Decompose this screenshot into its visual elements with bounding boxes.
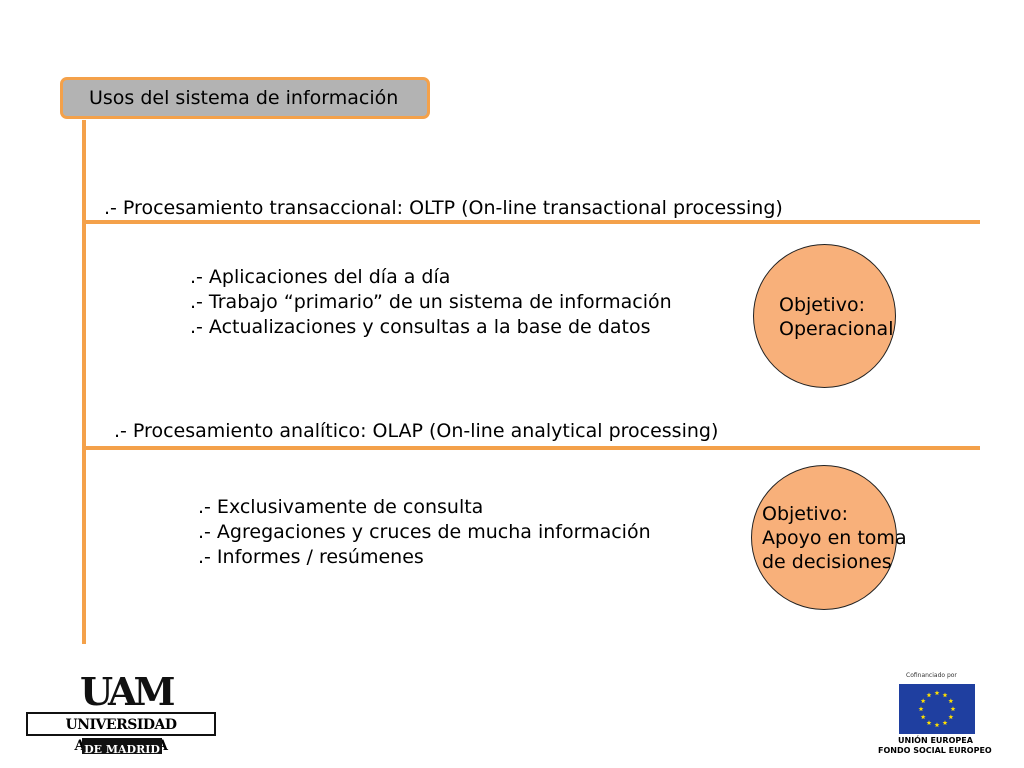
eu-star-icon	[920, 714, 926, 720]
uam-logo-name-box: UNIVERSIDAD AUTONOMA	[26, 712, 216, 754]
section-title-box: Usos del sistema de información	[60, 77, 430, 119]
list-item: .- Trabajo “primario” de un sistema de i…	[190, 291, 672, 313]
eu-logo-line2: FONDO SOCIAL EUROPEO	[878, 746, 992, 755]
oltp-objective-circle: Objetivo: Operacional	[753, 244, 896, 388]
uam-logo-city-box: DE MADRID	[82, 738, 162, 756]
olap-objective-circle: Objetivo: Apoyo en toma de decisiones	[751, 465, 907, 610]
list-item: .- Informes / resúmenes	[198, 546, 424, 568]
eu-flag-icon	[899, 684, 975, 734]
section-title: Usos del sistema de información	[89, 87, 399, 109]
eu-star-icon	[918, 706, 924, 712]
eu-logo: Cofinanciado por UNIÓN EUROPEA FONDO SOC…	[876, 672, 998, 758]
eu-star-icon	[926, 692, 932, 698]
uam-logo-mark: UAM	[80, 669, 176, 714]
eu-star-icon	[948, 698, 954, 704]
eu-star-icon	[926, 720, 932, 725]
objective-label: Objetivo:	[762, 503, 848, 525]
eu-star-icon	[920, 698, 926, 704]
oltp-heading: .- Procesamiento transaccional: OLTP (On…	[104, 197, 783, 219]
vertical-connector-line	[82, 120, 86, 644]
objective-value: Operacional	[779, 318, 894, 340]
objective-value: Apoyo en toma	[762, 527, 907, 549]
list-item: .- Exclusivamente de consulta	[198, 496, 484, 518]
eu-star-icon	[942, 720, 948, 725]
eu-star-icon	[950, 706, 956, 712]
uam-logo-city: DE MADRID	[84, 743, 160, 756]
objective-label: Objetivo:	[779, 294, 865, 316]
uam-logo: UAM UNIVERSIDAD AUTONOMA DE MADRID	[26, 672, 218, 756]
eu-logo-line1: UNIÓN EUROPEA	[898, 736, 973, 745]
eu-star-icon	[948, 714, 954, 720]
list-item: .- Agregaciones y cruces de mucha inform…	[198, 521, 651, 543]
olap-bullet-list: .- Exclusivamente de consulta .- Agregac…	[198, 495, 651, 570]
eu-star-icon	[934, 722, 940, 728]
eu-logo-caption: Cofinanciado por	[906, 672, 957, 679]
eu-star-icon	[942, 692, 948, 698]
olap-divider-line	[86, 446, 980, 450]
eu-star-icon	[934, 690, 940, 696]
list-item: .- Aplicaciones del día a día	[190, 266, 451, 288]
oltp-bullet-list: .- Aplicaciones del día a día .- Trabajo…	[190, 265, 672, 340]
oltp-divider-line	[86, 220, 980, 224]
list-item: .- Actualizaciones y consultas a la base…	[190, 316, 651, 338]
olap-heading: .- Procesamiento analítico: OLAP (On-lin…	[114, 420, 719, 442]
objective-value: de decisiones	[762, 551, 892, 573]
